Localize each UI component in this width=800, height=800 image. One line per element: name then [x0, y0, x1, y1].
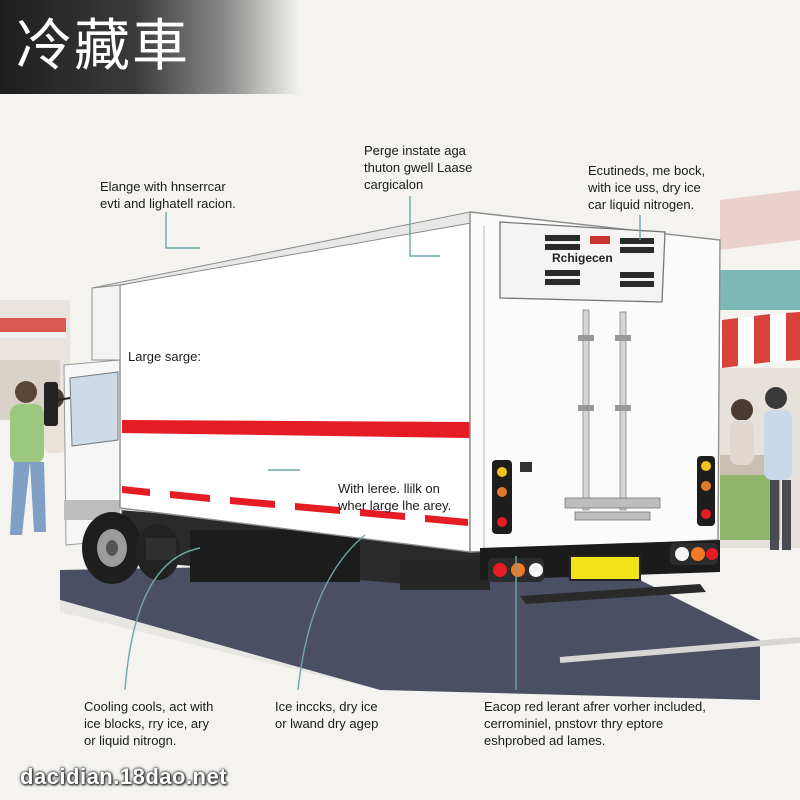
- annotation-top-center: Perge instate aga thuton gwell Laase car…: [364, 143, 473, 192]
- annotation-top-right: Ecutineds, me bock, with ice uss, dry ic…: [588, 163, 706, 212]
- page-title: 冷藏車: [16, 14, 190, 79]
- refrigeration-unit-label: Rchigecen: [552, 251, 613, 265]
- annotation-bottom-right: Eacop red lerant afrer vorher included, …: [484, 699, 706, 748]
- reflective-band: [122, 486, 468, 526]
- rear-bumper: [480, 540, 720, 604]
- refrigeration-unit: Rchigecen: [499, 221, 666, 303]
- rear-light-columns: [492, 456, 715, 534]
- wheels: [82, 512, 180, 584]
- annotation-bottom-center: Ice inccks, dry ice or lwand dry agep: [275, 699, 379, 731]
- title-banner: 冷藏車: [0, 0, 300, 94]
- door-lock-bars: [564, 309, 661, 521]
- truck-cab: [44, 359, 123, 546]
- watermark: dacidian.18dao.net: [20, 764, 228, 789]
- annotation-bottom-left: Cooling cools, act with ice blocks, rry …: [84, 699, 214, 748]
- annotation-side-right: With leree. llilk on wher large lhe arey…: [338, 481, 452, 513]
- refrigerated-truck: Rchigecen: [44, 211, 721, 604]
- annotation-side-left: Large sarge:: [128, 349, 201, 364]
- striped-awning: [718, 312, 800, 368]
- annotation-top-left: Elange with hnserrcar evti and lighatell…: [100, 179, 236, 211]
- leader-lines: [124, 196, 641, 691]
